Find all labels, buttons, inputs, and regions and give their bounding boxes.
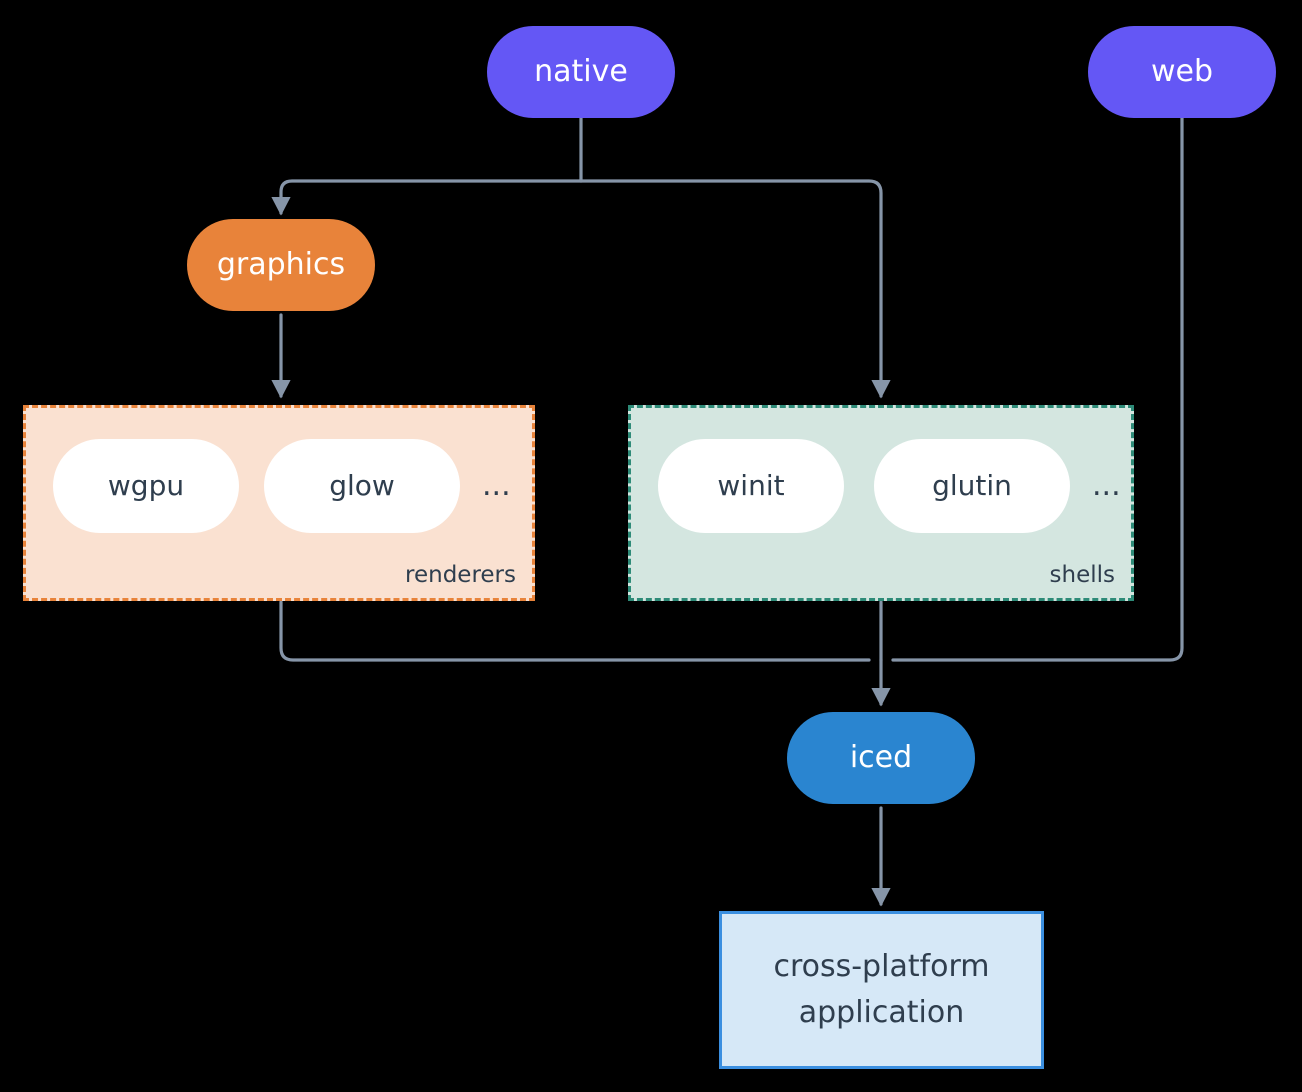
node-graphics-label: graphics [216,247,346,283]
edge-native-shells [579,179,891,399]
group-shells-item-winit[interactable]: winit [658,439,844,533]
group-shells: winit glutin ... shells [628,405,1134,601]
group-renderers-item-wgpu[interactable]: wgpu [53,439,239,533]
node-graphics[interactable]: graphics [187,219,375,311]
group-shells-item-glutin[interactable]: glutin [874,439,1070,533]
group-renderers: wgpu glow ... renderers [23,405,535,601]
node-iced-label: iced [849,740,913,776]
node-web[interactable]: web [1088,26,1276,118]
group-shells-item-winit-label: winit [717,469,785,503]
edge-web-iced [891,116,1184,662]
node-cross-platform-application[interactable]: cross-platform application [719,911,1044,1069]
node-cross-platform-application-label: cross-platform application [773,948,990,1031]
group-shells-item-glutin-label: glutin [932,469,1012,503]
group-renderers-item-wgpu-label: wgpu [107,469,185,503]
node-native[interactable]: native [487,26,675,118]
group-renderers-overflow-ellipsis: ... [482,468,511,503]
group-shells-caption: shells [1049,562,1115,588]
group-renderers-item-glow[interactable]: glow [264,439,460,533]
node-web-label: web [1150,54,1214,90]
node-iced[interactable]: iced [787,712,975,804]
group-renderers-caption: renderers [405,562,516,588]
edge-renderers-iced [279,600,871,662]
node-native-label: native [534,54,628,90]
edge-native-graphics [271,179,583,216]
group-renderers-item-glow-label: glow [329,469,395,503]
group-shells-overflow-ellipsis: ... [1092,468,1121,503]
